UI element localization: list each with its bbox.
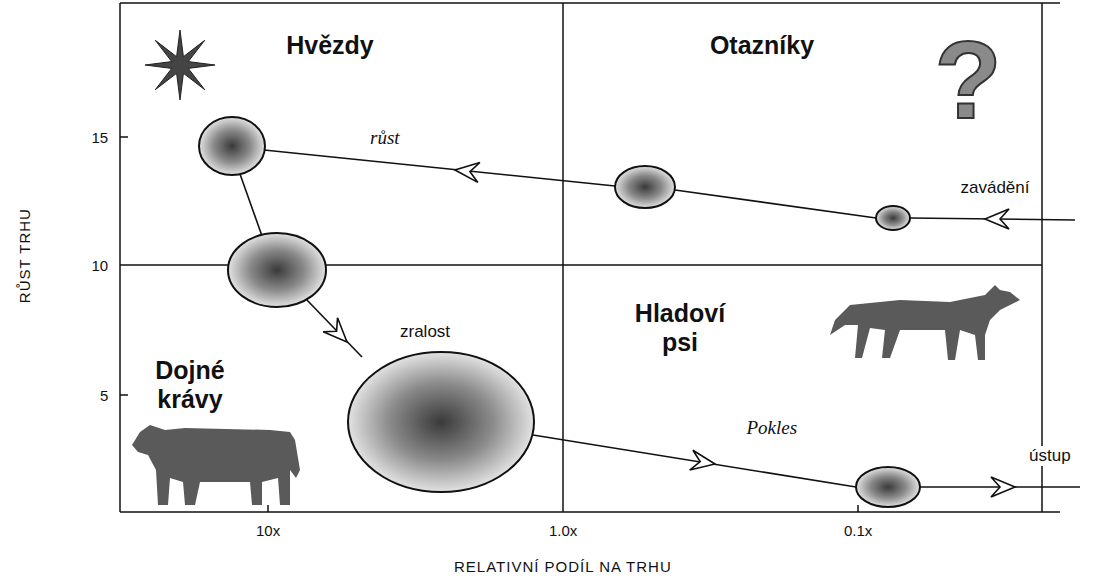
stage-label: zavádění [959,178,1032,198]
tick [120,394,128,396]
quadrant-title: Dojné krávy [155,356,224,414]
x-axis [120,511,1060,513]
quadrant-region: Hvězdy [120,3,563,265]
frame-right [1041,3,1043,512]
axis-title: RELATIVNÍ PODÍL NA TRHU [454,558,672,575]
product-circle [615,166,675,208]
path-line [675,190,876,218]
stage-label: zralost [398,322,452,342]
quadrant-title: Hladoví psi [635,299,725,357]
arrowhead [323,318,354,349]
axis-tick: 15 [92,129,109,146]
axis-tick: 0.1x [844,522,872,539]
quadrant-divider [562,3,564,512]
axis-tick: 10 [92,257,109,274]
product-circle [856,467,920,507]
arrowhead [690,450,717,474]
question-icon: ? [935,25,1002,135]
arrowhead [985,209,1009,229]
quadrant-title: Otazníky [710,31,814,60]
stage-label: Pokles [745,417,800,439]
quadrant-region: Hladoví psi [563,265,1042,512]
arrowheads [323,160,1015,497]
stage-label: ústup [1027,446,1073,466]
product-circle [199,117,265,175]
stage-label: růst [368,127,402,149]
axis-tick: 1.0x [549,522,577,539]
product-circle [876,206,910,230]
path-line [264,150,615,186]
axis-tick: 5 [100,387,108,404]
arrowhead [454,160,480,182]
y-axis [119,3,121,512]
tick [857,505,859,512]
product-circle [348,352,534,492]
frame-top [120,2,1060,4]
path-line [240,174,262,236]
tick [267,505,269,512]
tick [120,136,128,138]
frame [120,3,1060,512]
product-circle [228,233,326,307]
quadrant-region: Dojné krávy [120,265,563,512]
cow-icon [132,425,300,505]
axis-title: RŮST TRHU [15,208,32,303]
axis-tick: 10x [256,522,280,539]
dog-icon [830,285,1020,360]
path-line [533,435,856,487]
path-line [305,298,362,357]
star-icon [145,30,215,100]
product-circles [199,117,920,507]
quadrant-title: Hvězdy [286,31,374,60]
arrowhead [991,477,1015,497]
